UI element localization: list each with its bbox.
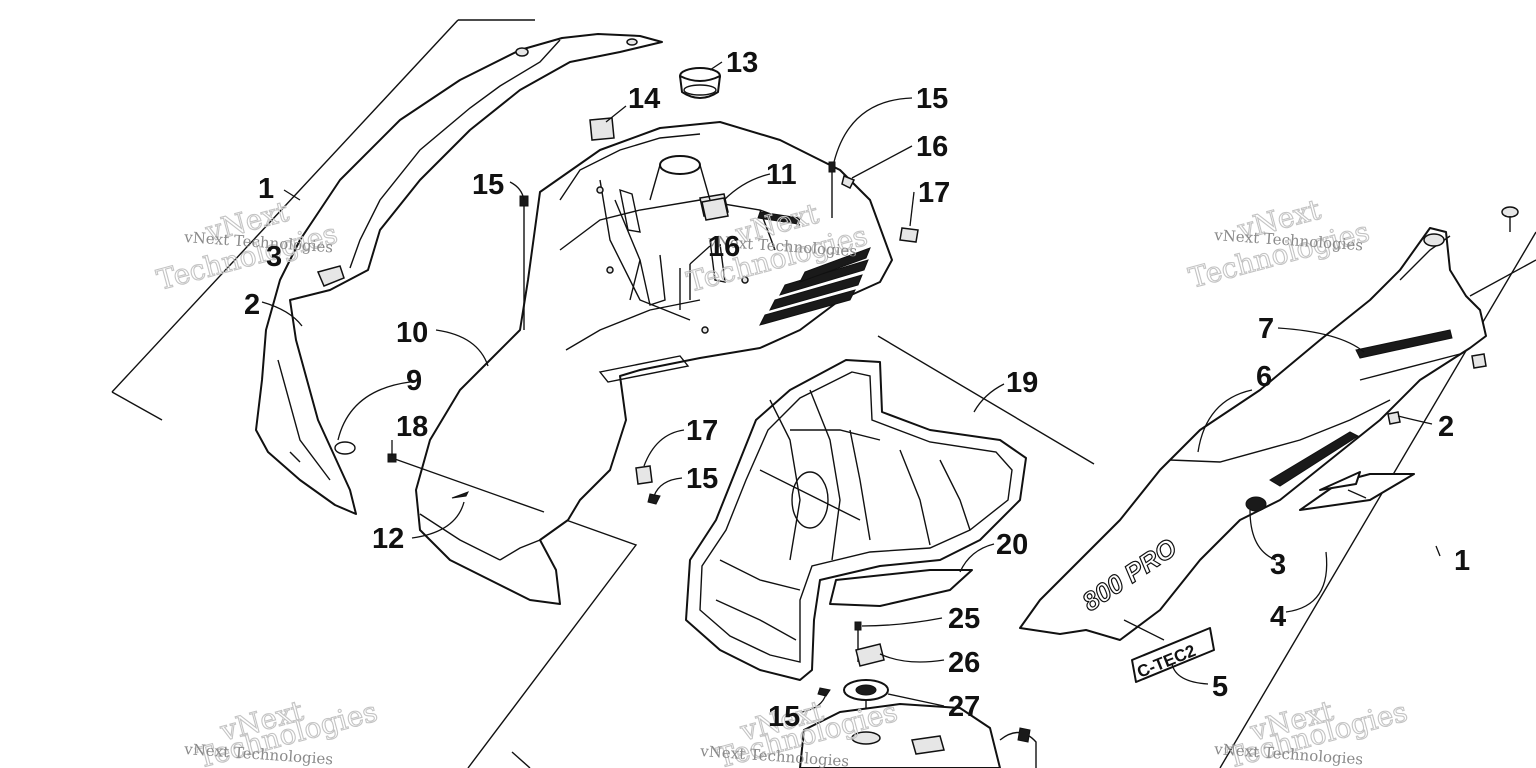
callout-1-right: 1 — [1454, 545, 1470, 577]
callout-11: 11 — [766, 159, 797, 191]
callout-4: 4 — [1270, 601, 1286, 633]
left-side-panel — [255, 33, 663, 515]
callout-15-d: 15 — [768, 701, 800, 733]
air-box-tray — [685, 359, 1027, 681]
callout-7: 7 — [1258, 313, 1274, 345]
callout-15-a: 15 — [472, 169, 504, 201]
callout-12: 12 — [372, 523, 404, 555]
callout-19: 19 — [1006, 367, 1038, 399]
callout-2-left: 2 — [244, 289, 260, 321]
callout-26: 26 — [948, 647, 980, 679]
callout-9: 9 — [406, 365, 422, 397]
callout-5: 5 — [1212, 671, 1228, 703]
callout-25: 25 — [948, 603, 980, 635]
callout-numbers: 1 3 2 10 9 18 12 15 14 13 11 16 15 16 17… — [244, 47, 1470, 733]
callout-3-left: 3 — [266, 241, 282, 273]
fasteners — [334, 161, 1519, 768]
callout-14: 14 — [628, 83, 660, 115]
decal-14 — [589, 117, 615, 141]
callout-13: 13 — [726, 47, 758, 79]
right-side-panel: 800 PRO C-TEC2 — [1019, 227, 1536, 683]
callout-6: 6 — [1256, 361, 1272, 393]
pad-11 — [701, 197, 729, 221]
callout-16-b: 16 — [916, 131, 948, 163]
gauge-grommet — [649, 67, 721, 201]
fuel-tank-partial — [799, 703, 1037, 768]
leader-lines — [261, 61, 1441, 713]
callout-10: 10 — [396, 317, 428, 349]
callout-3-right: 3 — [1270, 549, 1286, 581]
callout-1-left: 1 — [258, 173, 274, 205]
callout-27: 27 — [948, 691, 980, 723]
callout-15-b: 15 — [916, 83, 948, 115]
callout-16-a: 16 — [708, 231, 740, 263]
callout-17-b: 17 — [686, 415, 718, 447]
callout-20: 20 — [996, 529, 1028, 561]
callout-15-c: 15 — [686, 463, 718, 495]
callout-2-right: 2 — [1438, 411, 1454, 443]
callout-18: 18 — [396, 411, 428, 443]
callout-17-a: 17 — [918, 177, 950, 209]
